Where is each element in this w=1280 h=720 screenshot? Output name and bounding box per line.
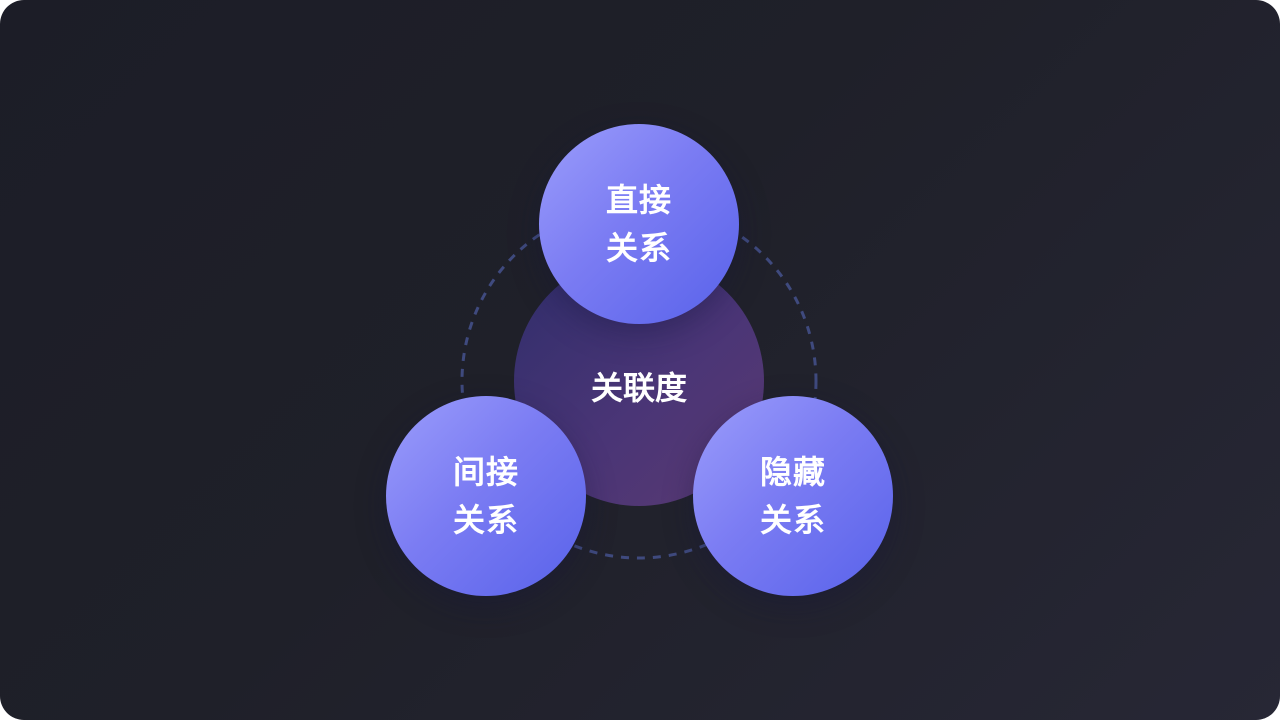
node-indirect-line1: 间接 bbox=[452, 453, 519, 491]
node-indirect-line2: 关系 bbox=[452, 501, 519, 539]
node-direct-relation: 直接 关系 bbox=[539, 124, 739, 324]
center-label: 关联度 bbox=[590, 369, 687, 407]
node-hidden-relation: 隐藏 关系 bbox=[693, 396, 893, 596]
node-direct-line1: 直接 bbox=[605, 181, 672, 219]
node-indirect-relation: 间接 关系 bbox=[386, 396, 586, 596]
node-direct-line2: 关系 bbox=[605, 229, 672, 267]
node-hidden-line1: 隐藏 bbox=[759, 453, 826, 491]
node-hidden-line2: 关系 bbox=[759, 501, 826, 539]
